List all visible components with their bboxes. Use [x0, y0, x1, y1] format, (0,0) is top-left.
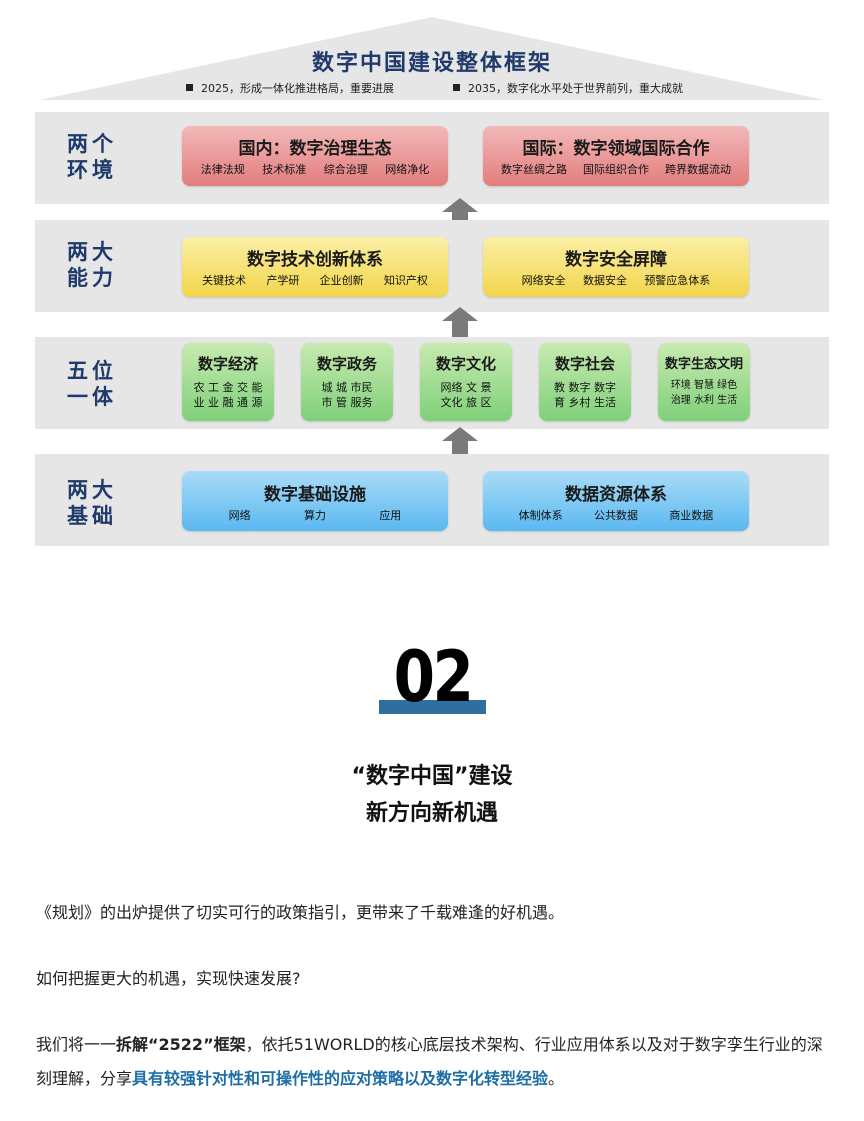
section-number: 02	[393, 636, 474, 718]
box-digital-economy: 数字经济 农 工 金 交 能 业 业 融 通 源	[182, 343, 274, 421]
row-label: 五位 一体	[67, 359, 117, 409]
box-international-cooperation: 国际：数字领域国际合作 数字丝绸之路 国际组织合作 跨界数据流动	[483, 126, 749, 186]
paragraph-1: 《规划》的出炉提供了切实可行的政策指引，更带来了千载难逢的好机遇。	[36, 903, 565, 922]
row-two-environments: 两个 环境 国内：数字治理生态 法律法规 技术标准 综合治理 网络净化 国际：数…	[35, 112, 829, 204]
box-digital-infrastructure: 数字基础设施 网络 算力 应用	[182, 471, 448, 531]
framework-title: 数字中国建设整体框架	[311, 51, 552, 76]
paragraph-2: 如何把握更大的机遇，实现快速发展?	[36, 969, 301, 988]
bold-phrase: 拆解“2522”框架	[116, 1035, 246, 1054]
row-two-foundations: 两大 基础 数字基础设施 网络 算力 应用 数据资源体系 体制体系 公共数据 商…	[35, 454, 829, 546]
box-tech-innovation: 数字技术创新体系 关键技术 产学研 企业创新 知识产权	[182, 237, 448, 297]
box-digital-ecology: 数字生态文明 环境 智慧 绿色 治理 水利 生活	[658, 343, 750, 421]
highlight-phrase: 具有较强针对性和可操作性的应对策略以及数字化转型经验	[132, 1069, 549, 1088]
section-number-bar	[379, 700, 486, 714]
box-security-barrier: 数字安全屏障 网络安全 数据安全 预警应急体系	[483, 237, 749, 297]
arrow-up-icon	[442, 427, 478, 457]
row-label: 两大 能力	[67, 240, 117, 290]
paragraph-3: 我们将一一拆解“2522”框架，依托51WORLD的核心底层技术架构、行业应用体…	[36, 1035, 823, 1088]
arrow-up-icon	[442, 198, 478, 228]
goal-2025: 2025，形成一体化推进格局，重要进展	[186, 80, 394, 96]
arrow-up-icon	[442, 307, 478, 337]
row-label: 两个 环境	[67, 132, 117, 182]
section-heading-line1: “数字中国”建设	[351, 764, 513, 789]
box-digital-government: 数字政务 城 城 市民 市 管 服务	[301, 343, 393, 421]
goal-2035: 2035，数字化水平处于世界前列，重大成就	[453, 80, 683, 96]
box-domestic-governance: 国内：数字治理生态 法律法规 技术标准 综合治理 网络净化	[182, 126, 448, 186]
box-data-resources: 数据资源体系 体制体系 公共数据 商业数据	[483, 471, 749, 531]
row-five-in-one: 五位 一体 数字经济 农 工 金 交 能 业 业 融 通 源 数字政务 城 城 …	[35, 337, 829, 429]
bullet-square-icon	[186, 84, 193, 91]
box-digital-society: 数字社会 教 数字 数字 育 乡村 生活	[539, 343, 631, 421]
row-two-capabilities: 两大 能力 数字技术创新体系 关键技术 产学研 企业创新 知识产权 数字安全屏障…	[35, 220, 829, 312]
section-heading-line2: 新方向新机遇	[365, 801, 498, 826]
bullet-square-icon	[453, 84, 460, 91]
row-label: 两大 基础	[67, 478, 117, 528]
roof-shape	[34, 14, 830, 101]
box-digital-culture: 数字文化 网络 文 景 文化 旅 区	[420, 343, 512, 421]
